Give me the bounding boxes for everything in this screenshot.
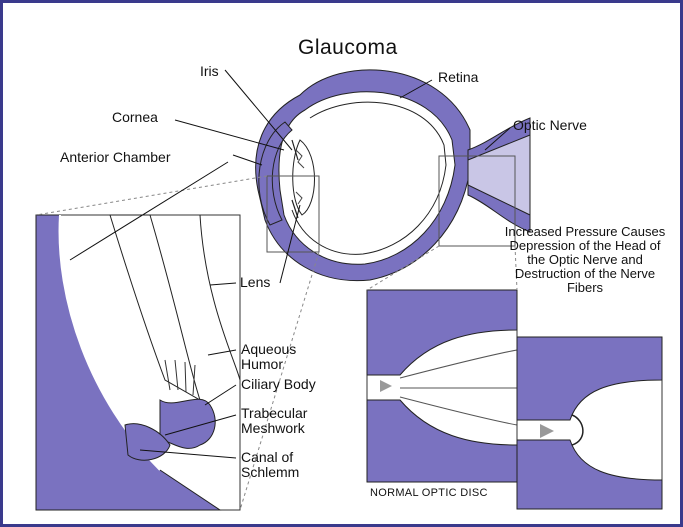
label-canal-of-schlemm: Canal of Schlemm	[241, 450, 321, 480]
label-trabecular-meshwork: Trabecular Meshwork	[241, 406, 329, 436]
eye-cross-section	[256, 70, 530, 281]
label-iris: Iris	[200, 64, 219, 79]
label-lens: Lens	[240, 275, 270, 290]
caption-increased-pressure: Increased Pressure Causes Depression of …	[500, 225, 670, 295]
inset-ciliary-body	[160, 399, 215, 448]
label-normal-optic-disc: Normal Optic Disc	[370, 486, 488, 501]
damaged-optic-disc-inset	[517, 337, 662, 509]
normal-optic-disc-inset	[367, 290, 517, 482]
diagram-title: Glaucoma	[298, 36, 398, 60]
label-optic-nerve: Optic Nerve	[513, 118, 587, 133]
label-anterior-chamber: Anterior Chamber	[60, 150, 171, 165]
label-retina: Retina	[438, 70, 478, 85]
label-ciliary-body: Ciliary Body	[241, 377, 316, 392]
anterior-chamber-inset	[36, 215, 240, 510]
label-cornea: Cornea	[112, 110, 158, 125]
label-aqueous-humor: Aqueous Humor	[241, 342, 321, 372]
